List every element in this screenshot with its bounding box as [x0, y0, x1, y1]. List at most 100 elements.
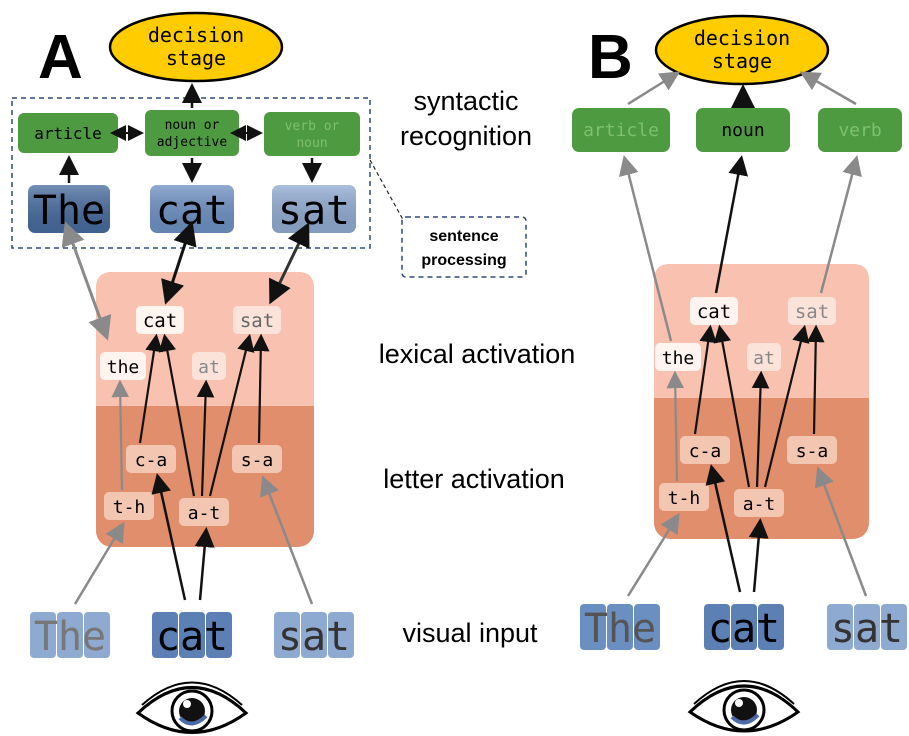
panel-a-sentence-note: sentence processing: [401, 216, 527, 278]
panel-a-decision-line2: stage: [166, 46, 226, 70]
panel-b-letter: B: [588, 23, 633, 92]
panel-a-letter-sa-label: s-a: [241, 450, 274, 471]
panel-b-lex-the-label: the: [662, 348, 695, 369]
panel-b-arrow-input-at: [748, 518, 769, 593]
panel-a-word-sat: sat: [272, 185, 356, 234]
panel-b-letter-th-label: t-h: [668, 488, 701, 509]
panel-b-arrow-input-sa: [814, 466, 868, 597]
panel-a-note-connector: [369, 159, 407, 226]
panel-a-letter-th-label: t-h: [113, 497, 146, 518]
panel-a-lex-at: at: [192, 352, 226, 380]
panel-a-syntax-noun-adj: noun or adjective: [145, 110, 239, 156]
panel-b-activation-arrows: [666, 324, 825, 488]
panel-b: B decision stage article noun verb cat: [572, 14, 907, 733]
panel-b-syntax-article-label: article: [583, 120, 659, 141]
panel-a-lex-the: the: [100, 352, 146, 380]
panel-a-input-cat: cat: [152, 612, 232, 660]
panel-a-syntax-noun-adj-line1: noun or: [165, 118, 220, 133]
panel-b-letter-th: t-h: [659, 483, 709, 511]
panel-b-syntax-noun: noun: [696, 108, 790, 152]
panel-b-arrow-lexcat-noun: [714, 155, 749, 294]
panel-a-arrow-input-at: [194, 527, 215, 601]
panel-b-input-cat-label: cat: [708, 606, 780, 652]
panel-b-decision-line1: decision: [694, 26, 790, 50]
panel-b-lex-sat: sat: [788, 297, 836, 325]
panel-a-arrow-input-ca: [151, 473, 187, 601]
panel-a-lex-cat: cat: [136, 306, 184, 334]
panel-b-arrow-input-th: [626, 512, 680, 597]
panel-a-letter-sa: s-a: [232, 445, 282, 473]
panel-b-arrow-lexsat-verb: [819, 155, 862, 294]
panel-b-lex-at-label: at: [753, 348, 775, 369]
panel-a-lex-cat-label: cat: [143, 310, 177, 332]
panel-a-arrow-sat-lexsat: [269, 222, 310, 305]
panel-a-syntax-verb-noun-line2: noun: [296, 136, 327, 151]
panel-a-input-cat-label: cat: [156, 614, 228, 660]
panel-a-decision-line1: decision: [148, 23, 244, 47]
panel-b-lex-cat-label: cat: [697, 301, 731, 323]
panel-a-syntax-verb-noun-line1: verb or: [285, 119, 340, 134]
panel-a-letter-th: t-h: [104, 492, 154, 520]
panel-b-lex-the: the: [655, 343, 701, 371]
panel-a-syntax-verb-noun: verb or noun: [264, 112, 360, 156]
panel-b-letter-ca-label: c-a: [689, 441, 722, 462]
panel-b-eye-icon: [687, 680, 801, 733]
panel-a-syntax-article: article: [18, 113, 118, 153]
panel-b-syntax-article: article: [572, 108, 670, 152]
label-syntactic-line1: syntactic: [413, 86, 518, 116]
label-letter: letter activation: [383, 464, 565, 494]
panel-b-decision-line2: stage: [712, 49, 772, 73]
panel-b-input-sat: sat: [827, 604, 907, 652]
panel-a-arrow-the-lexthe: [61, 221, 112, 341]
panel-b-lex-cat: cat: [690, 297, 738, 325]
panel-a-letter-ca: c-a: [126, 445, 176, 473]
panel-a-word-cat-label: cat: [156, 188, 228, 234]
panel-b-letter-sa-label: s-a: [796, 441, 829, 462]
panel-b-letter-ca: c-a: [680, 436, 730, 464]
panel-a-word-cat: cat: [150, 185, 234, 234]
panel-a-arrow-cat-lexcat: [161, 221, 197, 305]
panel-a-eye-icon: [135, 681, 249, 734]
panel-a-arrow-input-sa: [260, 475, 314, 605]
panel-a-arrow-input-th: [73, 521, 125, 605]
panel-b-decision-stage: decision stage: [654, 14, 830, 86]
panel-a-lex-sat-label: sat: [240, 310, 274, 332]
panel-b-arrow-input-ca: [705, 464, 742, 593]
panel-b-syntax-verb-label: verb: [838, 120, 881, 141]
panel-a-activation-arrows: [111, 333, 270, 497]
label-syntactic-line2: recognition: [400, 121, 532, 151]
panel-a-letter: A: [38, 23, 83, 92]
label-visual: visual input: [402, 618, 538, 648]
panel-a-input-sat-label: sat: [278, 614, 350, 660]
panel-b-syntax-verb: verb: [818, 108, 902, 152]
stage-labels: syntactic recognition lexical activation…: [379, 86, 576, 648]
panel-a-sentence-note-line1: sentence: [429, 228, 498, 245]
panel-a-letter-at: a-t: [179, 498, 229, 526]
label-lexical: lexical activation: [379, 339, 576, 369]
panel-b-input-cat: cat: [704, 604, 784, 652]
panel-b-letter-at-label: a-t: [743, 494, 776, 515]
panel-b-arrow-verb-decision: [799, 71, 857, 106]
panel-b-lex-sat-label: sat: [795, 301, 829, 323]
panel-a-word-sat-label: sat: [278, 188, 350, 234]
panel-b-letter-at: a-t: [734, 489, 784, 517]
panel-b-arrow-lexthe-article: [619, 155, 673, 342]
panel-a-lex-sat: sat: [233, 306, 281, 334]
panel-a-lex-the-label: the: [107, 357, 140, 378]
panel-a-letter-at-label: a-t: [188, 503, 221, 524]
panel-a-input-the-label: The: [34, 614, 106, 660]
panel-a-input-sat: sat: [274, 612, 354, 660]
panel-a-syntax-article-label: article: [34, 124, 101, 143]
panel-a-sentence-note-line2: processing: [421, 252, 506, 269]
panel-b-input-the: The: [580, 604, 660, 652]
panel-a-input-the: The: [30, 612, 110, 660]
panel-a-lex-at-label: at: [198, 357, 220, 378]
panel-a-syntax-noun-adj-line2: adjective: [157, 135, 228, 150]
panel-b-input-the-label: The: [584, 606, 656, 652]
panel-b-lex-at: at: [747, 343, 781, 371]
panel-b-input-sat-label: sat: [831, 606, 903, 652]
panel-a-letter-ca-label: c-a: [135, 450, 168, 471]
panel-b-letter-sa: s-a: [787, 436, 837, 464]
panel-b-syntax-noun-label: noun: [721, 120, 764, 141]
